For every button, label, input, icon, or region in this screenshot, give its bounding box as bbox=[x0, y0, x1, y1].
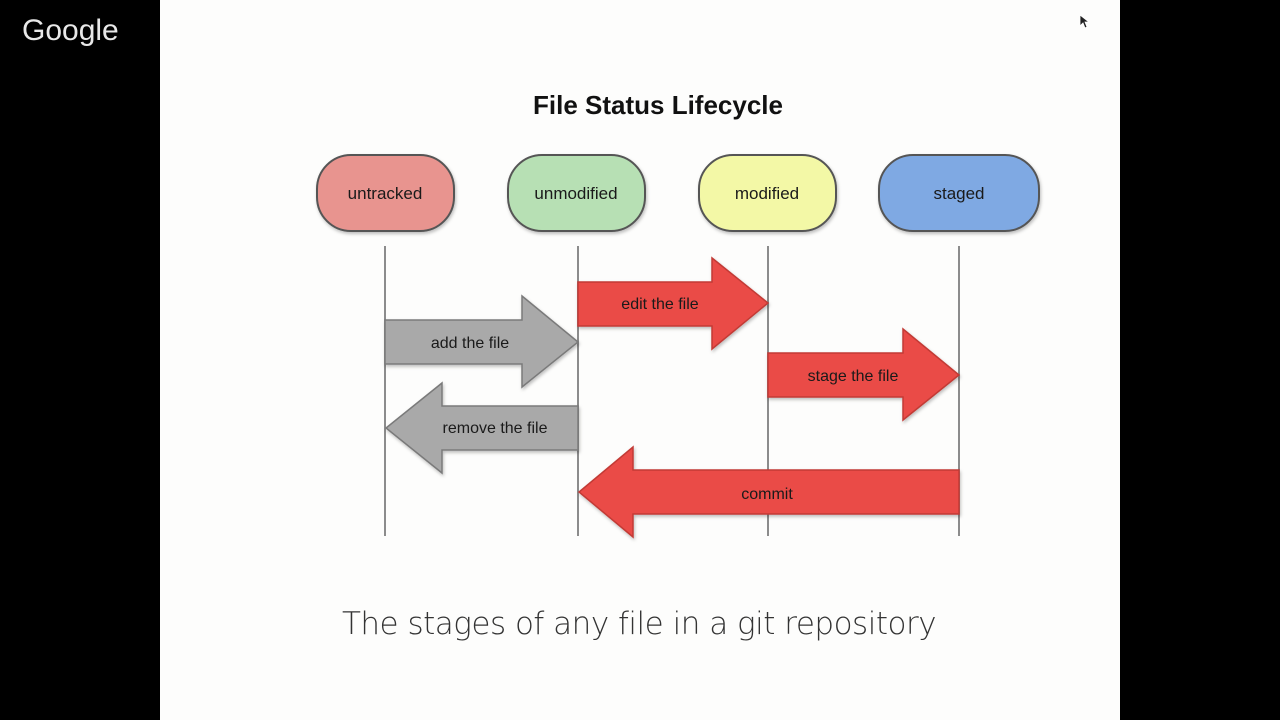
google-logo: Google bbox=[22, 14, 119, 47]
arrow-add-the-file: add the file bbox=[384, 294, 580, 389]
state-untracked: untracked bbox=[316, 154, 455, 232]
state-untracked-label: untracked bbox=[348, 184, 423, 203]
arrow-add-the-file-label: add the file bbox=[431, 335, 509, 352]
slide-caption: The stages of any file in a git reposito… bbox=[341, 606, 937, 642]
file-lifecycle-diagram: untracked unmodified modified staged add… bbox=[316, 154, 1040, 539]
arrow-commit-label: commit bbox=[741, 486, 793, 503]
state-staged-label: staged bbox=[933, 184, 984, 203]
arrow-remove-the-file: remove the file bbox=[384, 381, 579, 475]
presentation-slide: File Status Lifecycle untracked unmodifi… bbox=[160, 0, 1120, 720]
slide-title: File Status Lifecycle bbox=[533, 90, 783, 120]
arrow-commit: commit bbox=[577, 445, 960, 539]
state-unmodified-label: unmodified bbox=[534, 184, 617, 203]
arrow-stage-the-file: stage the file bbox=[767, 327, 961, 422]
state-modified: modified bbox=[698, 154, 837, 232]
mouse-cursor-icon bbox=[1080, 15, 1090, 29]
state-modified-label: modified bbox=[735, 184, 799, 203]
arrow-remove-the-file-label: remove the file bbox=[443, 420, 548, 437]
state-unmodified: unmodified bbox=[507, 154, 646, 232]
arrow-edit-the-file-label: edit the file bbox=[621, 296, 698, 313]
arrow-stage-the-file-label: stage the file bbox=[808, 368, 899, 385]
state-staged: staged bbox=[878, 154, 1040, 232]
arrow-edit-the-file: edit the file bbox=[577, 256, 770, 351]
